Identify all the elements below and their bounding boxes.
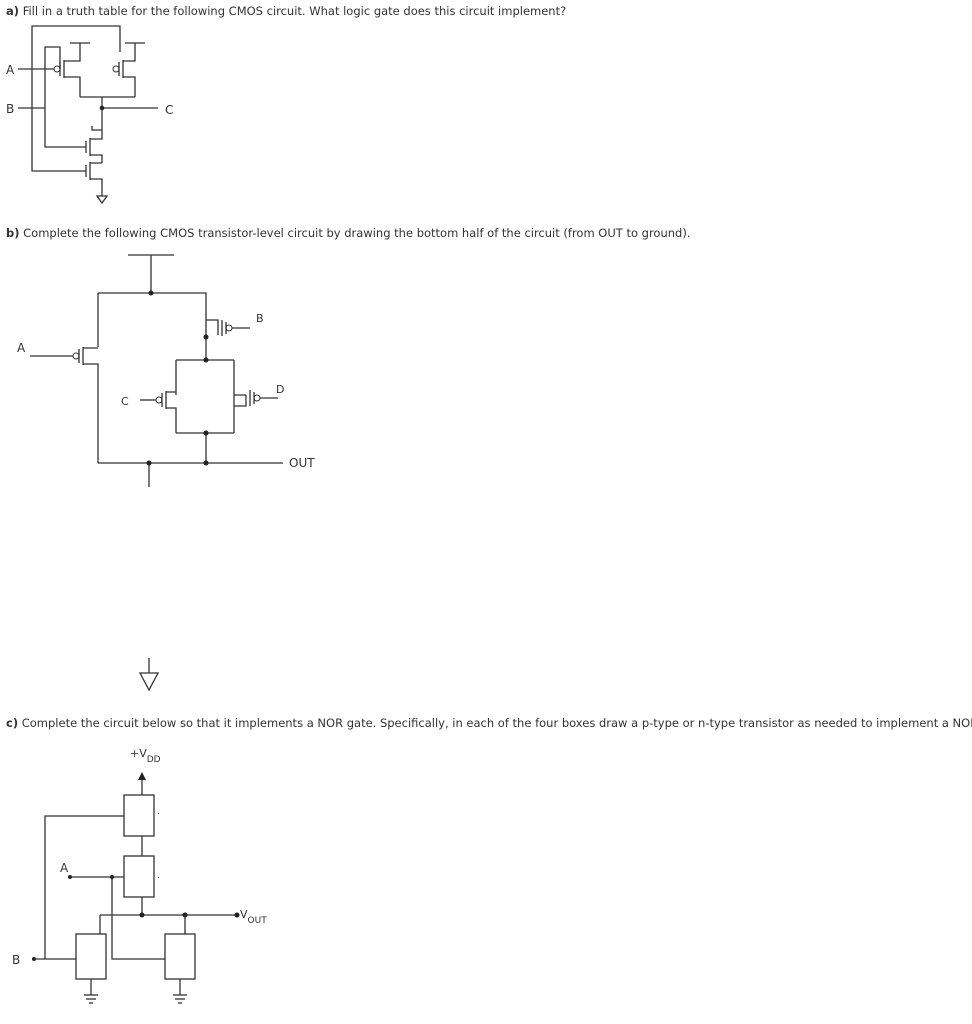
- circuit-b-node-out-top: [203, 430, 209, 436]
- circuit-b-input-b-label: B: [256, 312, 264, 325]
- circuit-c-tick-2: .: [157, 871, 160, 880]
- circuit-b-input-a-label: A: [17, 341, 26, 355]
- circuit-a-input-a-label: A: [6, 63, 15, 77]
- circuit-b: A B C: [17, 254, 315, 692]
- circuit-b-vdd-node: [148, 290, 154, 296]
- circuit-c-box-second[interactable]: [123, 855, 155, 898]
- circuit-b-node-out-left: [146, 460, 152, 466]
- circuit-b-input-c-label: C: [121, 395, 129, 408]
- circuit-c-ground-right-icon: [173, 994, 187, 1004]
- question-a-text: Fill in a truth table for the following …: [22, 4, 567, 18]
- circuit-c-input-a-label: A: [60, 861, 69, 875]
- circuit-c-vout-label: VOUT: [240, 908, 267, 926]
- circuit-b-parallel-top: [175, 359, 235, 395]
- circuit-a-ground-icon: [95, 195, 109, 205]
- circuit-a: A B C: [6, 25, 173, 205]
- circuit-c-vout-node: [234, 912, 240, 918]
- circuit-a-nmos-2: [85, 162, 103, 196]
- circuit-b-pmos-d: [233, 390, 278, 433]
- circuit-b-ground-icon: [138, 658, 160, 692]
- circuit-b-node-out-right: [203, 460, 209, 466]
- question-a: a) Fill in a truth table for the followi…: [6, 4, 566, 18]
- circuit-a-output-wire: [101, 97, 158, 109]
- circuit-c-vdd-label: +VDD: [130, 747, 161, 765]
- circuit-a-wire-b: [18, 46, 86, 148]
- circuit-a-pmos-2: [112, 42, 145, 97]
- question-b-label: b): [6, 226, 20, 240]
- circuit-c-vdd-arrow-icon: [138, 772, 146, 780]
- circuit-c-wire-a: [70, 876, 165, 960]
- circuit-b-pmos-b: [205, 319, 250, 360]
- circuit-c-tick-1: .: [157, 807, 160, 816]
- circuit-c-node-out: [139, 912, 145, 918]
- circuit-b-pmos-c: [140, 391, 177, 433]
- circuit-a-nmos-1: [85, 108, 103, 163]
- question-b: b) Complete the following CMOS transisto…: [6, 226, 691, 240]
- circuit-a-wire-a: [31, 68, 86, 172]
- circuit-b-pmos-a: [30, 293, 99, 463]
- circuit-c-box-bottom-right[interactable]: [164, 933, 196, 980]
- circuit-a-wire-a-top: [18, 25, 121, 70]
- circuit-b-input-d-label: D: [276, 383, 284, 396]
- question-c: c) Complete the circuit below so that it…: [6, 716, 972, 730]
- circuit-b-output-rail: [98, 462, 283, 487]
- circuit-b-node-mid: [203, 357, 209, 363]
- question-c-text: Complete the circuit below so that it im…: [21, 716, 972, 730]
- circuit-c-box-top[interactable]: [123, 794, 155, 837]
- circuit-c: +VDD . . B A VOUT: [12, 747, 267, 1004]
- question-a-label: a): [6, 4, 20, 18]
- circuit-b-top-wire: [98, 292, 207, 320]
- circuit-b-node-b: [203, 334, 209, 340]
- question-b-text: Complete the following CMOS transistor-l…: [23, 226, 691, 240]
- circuit-c-node-a: [110, 875, 114, 879]
- circuit-b-output-label: OUT: [289, 456, 315, 470]
- circuit-c-wire-b: [34, 815, 124, 960]
- circuit-b-vdd-rail: [128, 254, 174, 293]
- circuit-a-output-label: C: [165, 103, 173, 117]
- circuit-c-input-b-label: B: [12, 953, 20, 967]
- circuit-c-ground-left-icon: [84, 994, 98, 1004]
- circuit-c-box-bottom-left[interactable]: [75, 933, 107, 980]
- circuit-a-input-b-label: B: [6, 102, 14, 116]
- circuit-b-parallel-bottom: [176, 432, 234, 463]
- circuit-a-pmos-1: [53, 42, 90, 97]
- question-c-label: c): [6, 716, 19, 730]
